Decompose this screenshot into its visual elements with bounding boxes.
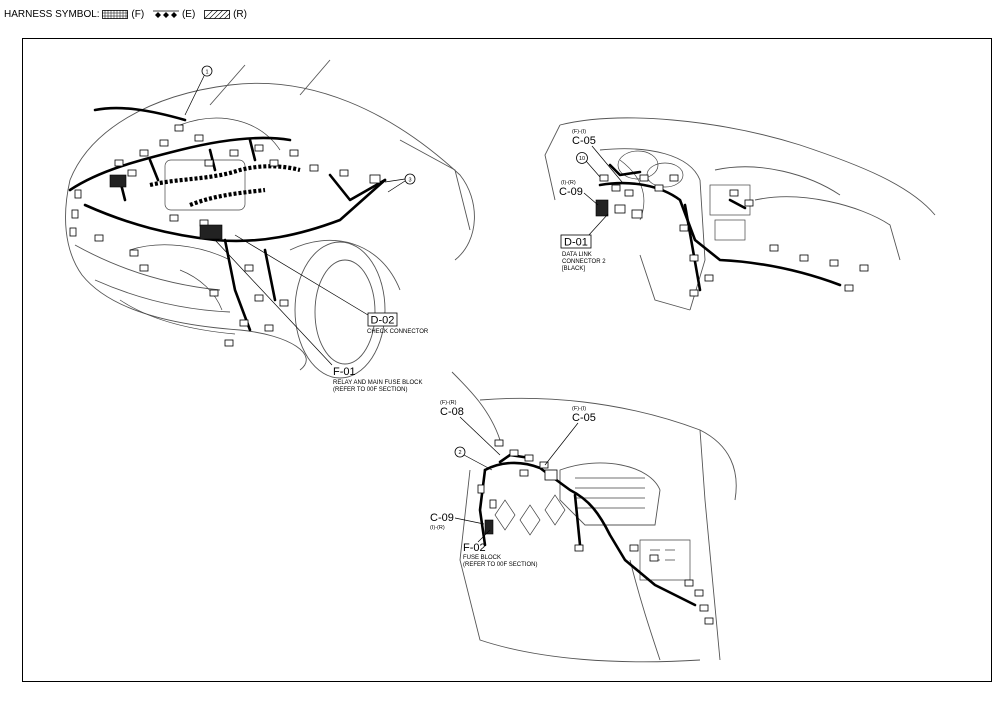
car-body-outline	[65, 59, 475, 379]
lower-connectors	[477, 439, 714, 625]
d01-code: D-01	[564, 237, 588, 249]
d02-code: D-02	[371, 315, 395, 327]
callout-2-label: 2	[458, 450, 461, 456]
callout-1: 1	[184, 65, 213, 116]
dash-c05-label: (F)-(I) C-05	[572, 129, 623, 183]
dash-c09-tag: (I)-(R)	[561, 180, 576, 186]
lower-c08-tag: (F)-(R)	[440, 400, 457, 406]
dash-c09-code: C-09	[559, 186, 583, 198]
d01-desc-3: [BLACK]	[562, 266, 585, 272]
diagonal-hatch-icon	[204, 9, 231, 19]
callout-3: 3	[384, 173, 416, 193]
diamond-chain-icon	[152, 10, 179, 18]
legend-title: HARNESS SYMBOL:	[4, 9, 100, 20]
d02-label: D-02 CHECK CONNECTOR	[234, 234, 429, 335]
f02-label: F-02 FUSE BLOCK (REFER TO 00F SECTION)	[463, 529, 537, 568]
callout-10-label: 10	[579, 156, 585, 162]
lower-cabin-view: (F)-(R) C-08 (F)-(I) C-05 2 C-09 (I)-(R)…	[430, 371, 737, 663]
lower-c05-label: (F)-(I) C-05	[544, 406, 596, 466]
lower-c05-tag: (F)-(I)	[572, 406, 586, 412]
lower-c08-code: C-08	[440, 406, 464, 418]
f01-desc-2: (REFER TO 00F SECTION)	[333, 387, 407, 393]
dash-outline	[544, 117, 936, 311]
f01-code: F-01	[333, 366, 356, 378]
legend-label-f: (F)	[131, 9, 145, 20]
lower-c09-label: C-09 (I)-(R)	[430, 512, 485, 531]
legend-label-r: (R)	[233, 9, 247, 20]
dash-harness	[598, 163, 842, 292]
dash-connectors	[595, 174, 869, 297]
callout-2: 2	[454, 446, 493, 471]
callout-10: 10	[576, 152, 601, 178]
lower-c08-label: (F)-(R) C-08	[440, 400, 501, 456]
d01-label: D-01 DATA LINK CONNECTOR 2 [BLACK]	[560, 213, 609, 272]
dashboard-view: (F)-(I) C-05 10 (I)-(R) C-09 D-01 DATA L…	[544, 117, 936, 311]
grid-hatch-icon	[102, 9, 129, 19]
lower-harness	[478, 453, 697, 607]
dash-c05-tag: (F)-(I)	[572, 129, 586, 135]
d02-desc: CHECK CONNECTOR	[367, 329, 429, 335]
diagram-frame	[22, 38, 992, 682]
engine-bay-view: 1 3 D-02 CHECK CONNECTOR F-01 RELAY AND …	[65, 59, 475, 393]
d01-desc-1: DATA LINK	[562, 252, 592, 258]
dash-c05-code: C-05	[572, 135, 596, 147]
legend-label-e: (E)	[181, 9, 196, 20]
lower-c09-code: C-09	[430, 512, 454, 524]
lower-c09-tag: (I)-(R)	[430, 525, 445, 531]
dash-c09-label: (I)-(R) C-09	[559, 180, 599, 206]
engine-connectors	[69, 124, 381, 347]
f02-code: F-02	[463, 542, 486, 554]
lower-c05-code: C-05	[572, 412, 596, 424]
harness-symbol-legend: HARNESS SYMBOL: (F) (E) (R)	[4, 9, 253, 20]
f01-desc-1: RELAY AND MAIN FUSE BLOCK	[333, 380, 422, 386]
d01-desc-2: CONNECTOR 2	[562, 259, 606, 265]
f02-desc-2: (REFER TO 00F SECTION)	[463, 562, 537, 568]
f02-desc-1: FUSE BLOCK	[463, 555, 501, 561]
f01-label: F-01 RELAY AND MAIN FUSE BLOCK (REFER TO…	[214, 239, 422, 393]
callout-3-label: 3	[408, 178, 411, 184]
callout-1-label: 1	[205, 70, 208, 76]
lower-outline	[451, 371, 737, 663]
